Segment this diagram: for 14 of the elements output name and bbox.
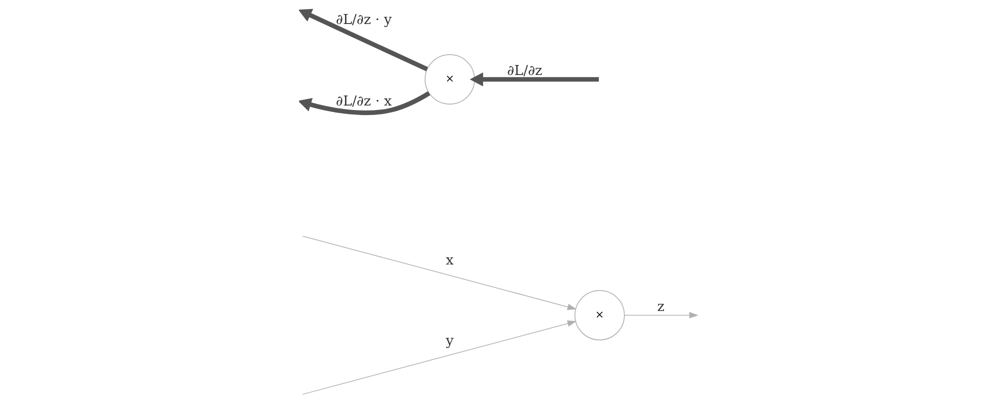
arrow xyxy=(302,320,577,395)
node-circle: × xyxy=(424,54,475,104)
edge-label: ∂L/∂z · x xyxy=(336,94,392,110)
arrow xyxy=(302,236,577,310)
edge-label: y xyxy=(446,333,454,350)
arrow xyxy=(299,8,428,72)
arrow xyxy=(470,72,599,86)
edge-label: x xyxy=(446,252,454,269)
arrow xyxy=(624,312,698,318)
edge-label: z xyxy=(657,298,665,315)
node-circle: × xyxy=(574,290,625,340)
edge-label: ∂L/∂z xyxy=(507,63,542,80)
arrow xyxy=(299,91,430,116)
edge-label: ∂L/∂z · y xyxy=(336,12,392,28)
